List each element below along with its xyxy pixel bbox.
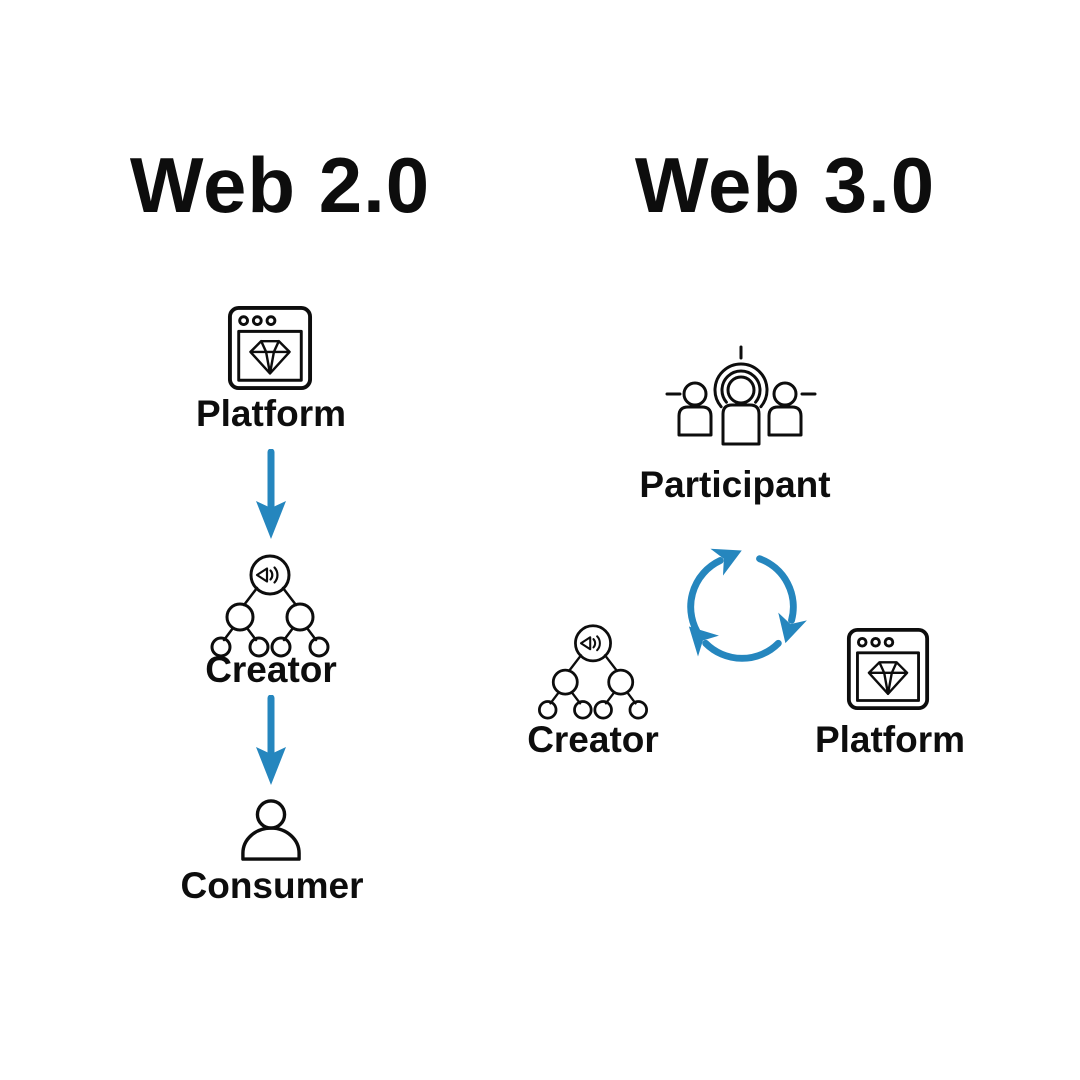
broadcast-tree-icon <box>204 552 336 658</box>
browser-diamond-icon <box>227 305 313 391</box>
browser-diamond-icon <box>846 627 930 711</box>
web2-platform-label: Platform <box>195 393 347 434</box>
cycle-arrows-icon <box>672 530 812 680</box>
web2-creator-label: Creator <box>205 649 337 690</box>
web3-title: Web 3.0 <box>634 141 936 229</box>
person-icon <box>240 798 302 862</box>
web2-title: Web 2.0 <box>129 141 431 229</box>
people-group-broadcast-icon <box>665 338 817 448</box>
web2-consumer-label: Consumer <box>180 865 364 906</box>
web3-creator-label: Creator <box>527 719 659 760</box>
down-arrow-icon <box>253 449 289 541</box>
web3-participant-label: Participant <box>639 464 831 505</box>
web3-platform-label: Platform <box>814 719 966 760</box>
down-arrow-icon <box>253 695 289 787</box>
broadcast-tree-icon <box>532 622 654 720</box>
